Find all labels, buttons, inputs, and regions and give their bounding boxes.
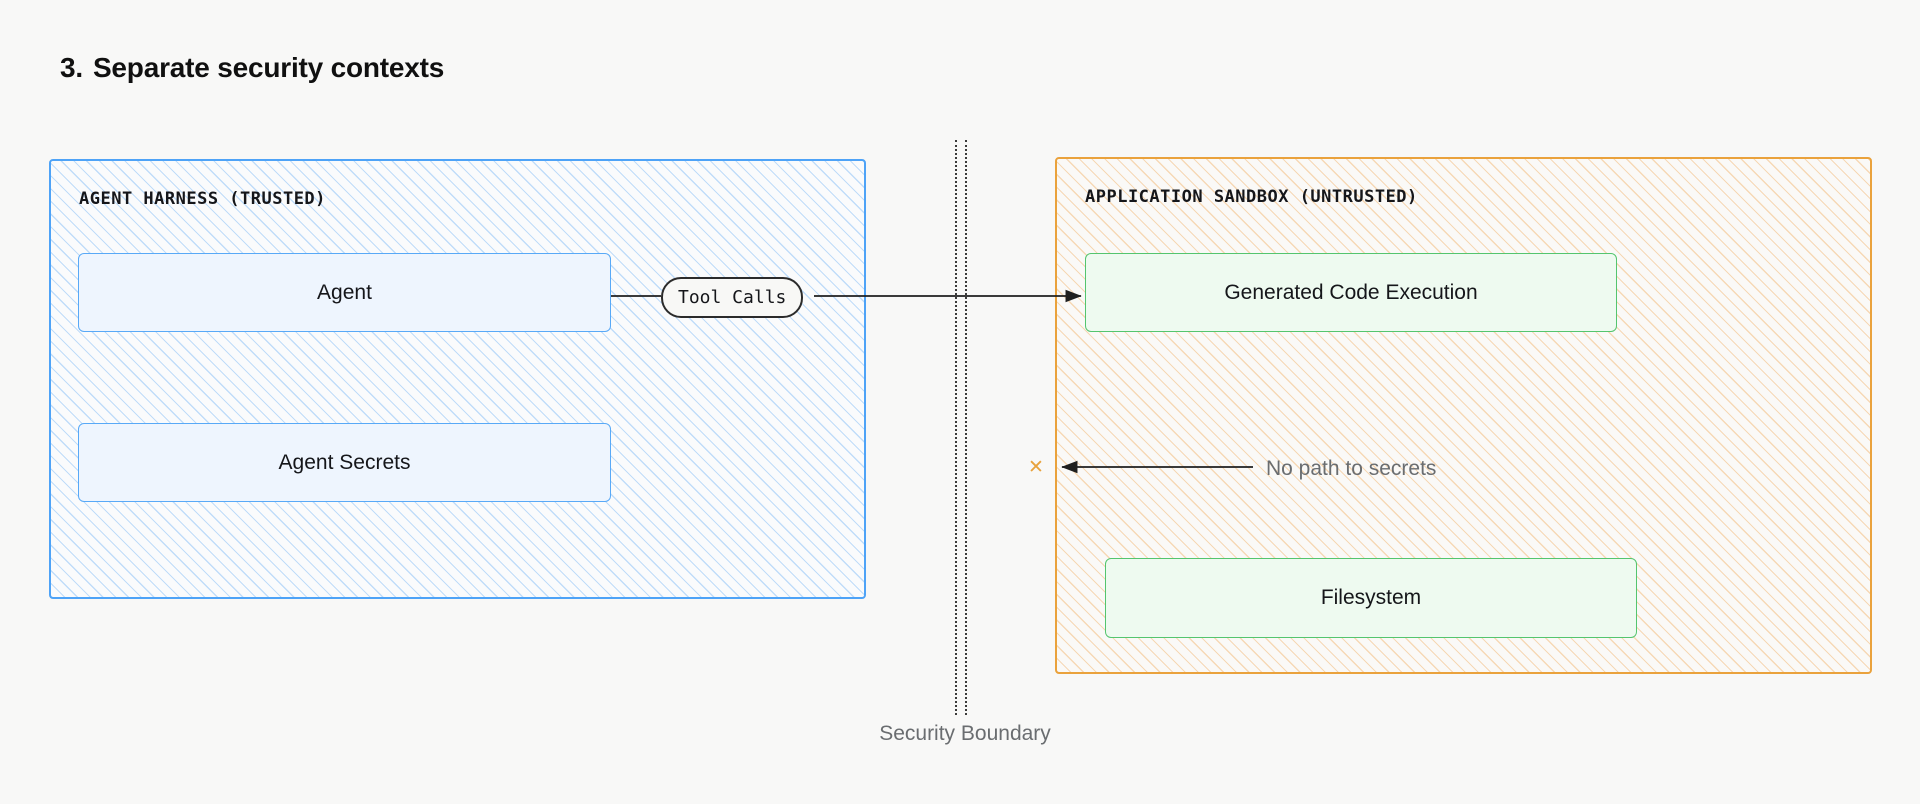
- page-title-text: Separate security contexts: [92, 52, 445, 83]
- node-agent-label: Agent: [317, 280, 372, 304]
- annotation-no-path-to-secrets: No path to secrets: [1266, 457, 1437, 480]
- node-agent-secrets-label: Agent Secrets: [278, 450, 411, 474]
- page-title-number: 3.: [60, 52, 83, 83]
- node-agent-secrets[interactable]: Agent Secrets: [78, 423, 611, 502]
- security-boundary-caption: Security Boundary: [879, 722, 1051, 745]
- node-filesystem[interactable]: Filesystem: [1105, 558, 1637, 638]
- zone-agent-harness-label: AGENT HARNESS (TRUSTED): [79, 189, 326, 209]
- node-code-execution-label: Generated Code Execution: [1224, 280, 1478, 304]
- zone-application-sandbox-label: APPLICATION SANDBOX (UNTRUSTED): [1085, 187, 1418, 207]
- node-filesystem-label: Filesystem: [1320, 586, 1422, 609]
- node-code-execution[interactable]: Generated Code Execution: [1085, 253, 1617, 332]
- cross-icon: ✕: [1028, 456, 1044, 478]
- edge-label-tool-calls-text: Tool Calls: [678, 287, 787, 308]
- page-title: 3. Separate security contexts: [60, 52, 444, 84]
- security-boundary-line-left: [955, 140, 957, 715]
- edge-label-tool-calls[interactable]: Tool Calls: [661, 277, 804, 318]
- security-boundary-line-right: [965, 140, 967, 715]
- node-agent[interactable]: Agent: [78, 253, 611, 332]
- zone-agent-harness: AGENT HARNESS (TRUSTED): [49, 159, 866, 599]
